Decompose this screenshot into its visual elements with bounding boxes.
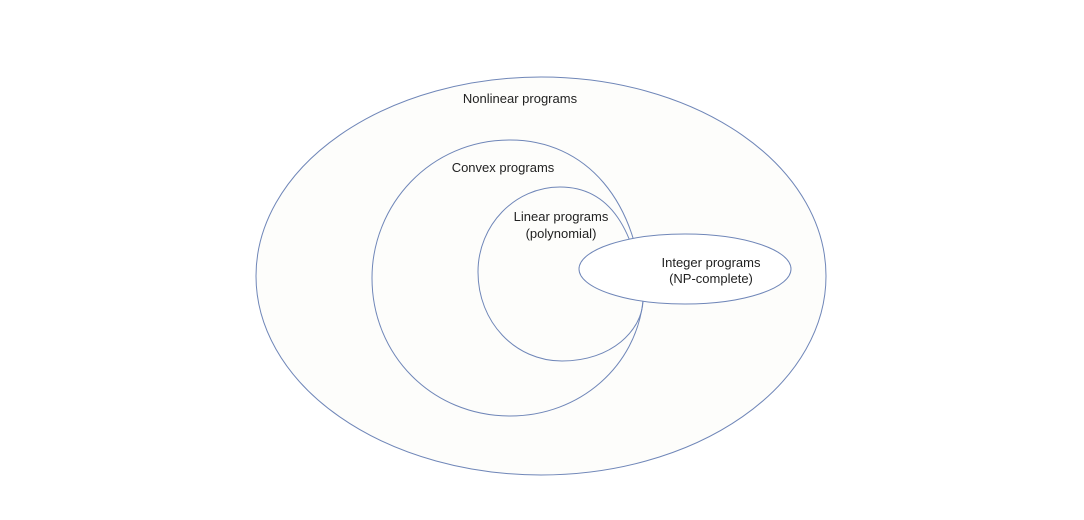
integer-programs-label: Integer programs: [662, 255, 761, 270]
linear-programs-label: Linear programs: [514, 209, 609, 224]
linear-programs-region: [477, 186, 644, 362]
nonlinear-programs-label: Nonlinear programs: [463, 91, 578, 106]
integer-programs-ellipse: [578, 233, 792, 305]
nonlinear-programs-ellipse: [255, 76, 827, 476]
convex-programs-region: [371, 139, 644, 417]
convex-programs-label: Convex programs: [452, 160, 555, 175]
integer-programs-sublabel: (NP-complete): [669, 271, 753, 286]
linear-programs-sublabel: (polynomial): [526, 226, 597, 241]
